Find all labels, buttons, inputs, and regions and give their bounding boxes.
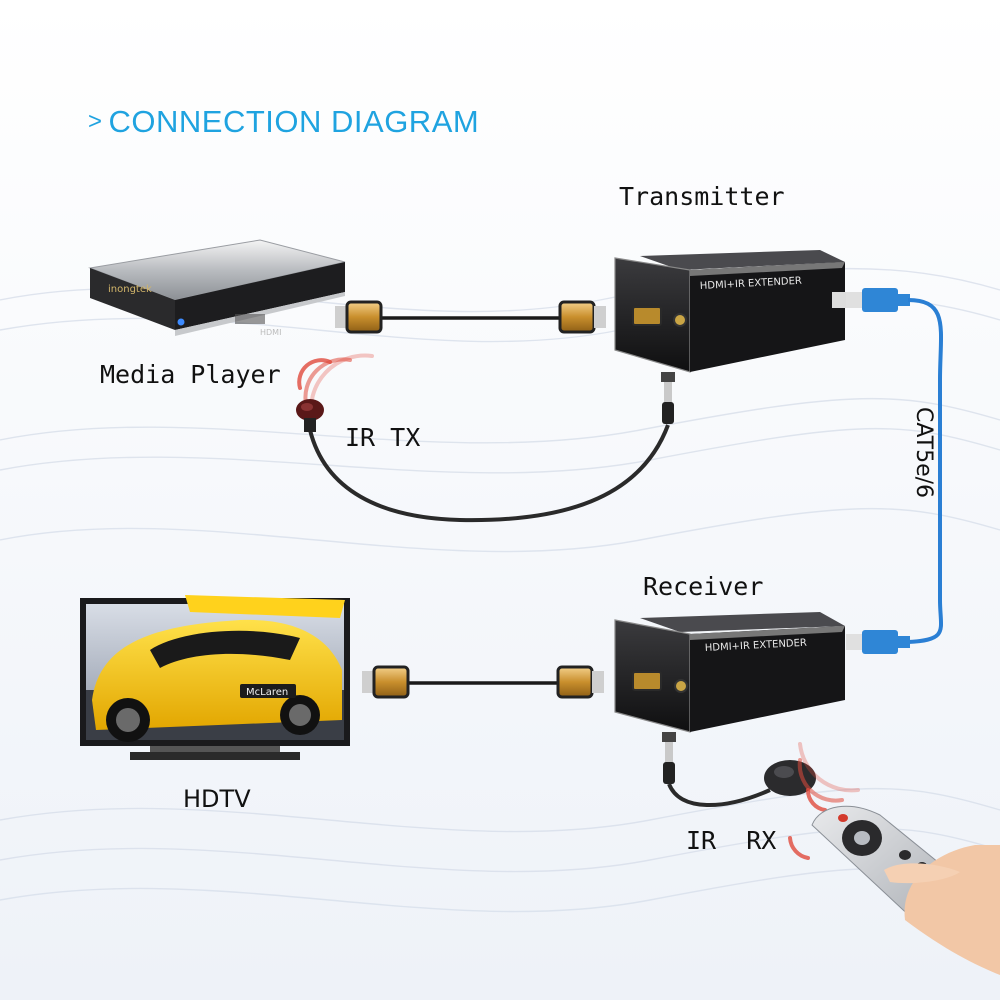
transmitter-name-plate: HDMI+IR EXTENDER xyxy=(700,276,803,292)
transmitter-device: HDMI+IR EXTENDER xyxy=(614,250,848,373)
ir-rx-label: IR RX xyxy=(686,826,777,855)
cat5e-cable xyxy=(907,298,944,644)
media-player-device: inongtek HDMI xyxy=(88,239,346,337)
tv-car-badge: McLaren xyxy=(246,687,288,698)
rj45-plug-transmitter xyxy=(846,288,910,312)
media-player-brand: inongtek xyxy=(108,284,152,295)
cat-cable-label: CAT5e/6 xyxy=(911,406,937,499)
hdmi-cable-top xyxy=(335,300,606,334)
receiver-device: HDMI+IR EXTENDER xyxy=(614,612,845,733)
hdtv-label: HDTV xyxy=(183,785,251,813)
media-player-label: Media Player xyxy=(100,360,281,389)
hdmi-cable-bottom xyxy=(362,665,604,699)
ir-tx-emitter xyxy=(296,399,324,432)
hand xyxy=(884,845,1000,975)
power-led xyxy=(177,318,185,326)
title-text: CONNECTION DIAGRAM xyxy=(108,104,480,139)
ir-tx-label: IR TX xyxy=(345,423,421,452)
diagram-title: >CONNECTION DIAGRAM xyxy=(88,104,479,140)
ir-rx-cable xyxy=(662,732,771,807)
transmitter-label: Transmitter xyxy=(619,182,785,211)
media-player-hdmi-mark: HDMI xyxy=(260,328,281,337)
title-arrow-icon: > xyxy=(88,108,103,135)
hdtv-device: McLaren xyxy=(80,595,350,760)
ir-tx-cable xyxy=(308,372,675,523)
rj45-plug-receiver xyxy=(846,630,910,654)
receiver-label: Receiver xyxy=(643,572,764,601)
ir-rx-receiver-eye xyxy=(764,760,816,796)
receiver-name-plate: HDMI+IR EXTENDER xyxy=(705,638,808,654)
ir-rx-signal-icon xyxy=(788,742,860,860)
